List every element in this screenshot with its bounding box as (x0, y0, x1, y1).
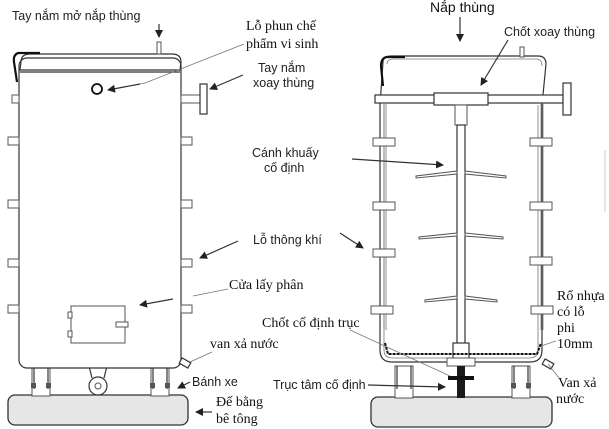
left-leg-left (31, 365, 51, 397)
label-basket-1: Rổ nhựa (557, 289, 605, 304)
lid-handle (156, 41, 162, 55)
fixed-paddles (415, 170, 507, 303)
center-shaft (446, 124, 476, 398)
manure-door (67, 305, 129, 344)
label-basket-4: 10mm (557, 337, 593, 352)
label-lid: Nắp thùng (430, 0, 495, 15)
label-rotate-handle-2: xoay thùng (253, 76, 314, 90)
label-manure-door: Cửa lấy phân (229, 278, 303, 293)
label-basket-3: phi (557, 321, 575, 336)
label-spray-hole-2: phẩm vi sinh (246, 37, 318, 52)
label-drain-valve-right-2: nước (556, 392, 584, 407)
spray-hole (91, 83, 103, 95)
left-vent-tabs (7, 94, 193, 314)
right-drum-section (370, 46, 572, 428)
rotate-handle (180, 83, 208, 115)
right-leg-right (511, 365, 531, 399)
left-drain-valve (178, 357, 192, 369)
label-drain-valve-right-1: Van xả (558, 376, 597, 391)
label-base-1: Đế bằng (216, 395, 263, 410)
shaft-fixing-pin (448, 376, 474, 380)
right-lid-hinge (379, 55, 405, 87)
label-wheel: Bánh xe (192, 375, 238, 389)
label-paddle-2: cố định (264, 161, 304, 175)
label-base-2: bê tông (216, 412, 258, 427)
left-leg-right (150, 365, 170, 397)
plastic-basket (384, 342, 542, 355)
right-labels: Nắp thùng Chốt xoay thùng Cánh khuấy cố … (252, 0, 605, 407)
label-center-shaft: Trục tâm cố định (273, 378, 366, 392)
label-lid-handle: Tay nắm mở nắp thùng (12, 8, 140, 23)
lid-hinge (12, 51, 40, 83)
label-vent-hole: Lỗ thông khí (253, 232, 322, 247)
label-shaft-pin: Chốt cố định trục (262, 316, 360, 331)
wheel (88, 365, 108, 396)
right-concrete-base (370, 396, 553, 428)
rotation-pin-bar (374, 82, 572, 126)
label-paddle-1: Cánh khuấy (252, 146, 319, 160)
left-drum-body (18, 57, 182, 369)
label-basket-2: có lỗ (557, 305, 585, 320)
label-rotate-handle-1: Tay nắm (258, 60, 305, 75)
left-concrete-base (7, 394, 189, 426)
right-side-rods (370, 103, 554, 330)
label-drain-valve: van xả nước (210, 337, 279, 352)
left-drum-exterior (7, 41, 208, 426)
right-leg-left (394, 365, 414, 399)
label-spray-hole-1: Lỗ phun chế (246, 19, 317, 34)
label-rotation-pin: Chốt xoay thùng (504, 25, 595, 39)
left-labels: Tay nắm mở nắp thùng Lỗ phun chế phẩm vi… (12, 8, 322, 427)
